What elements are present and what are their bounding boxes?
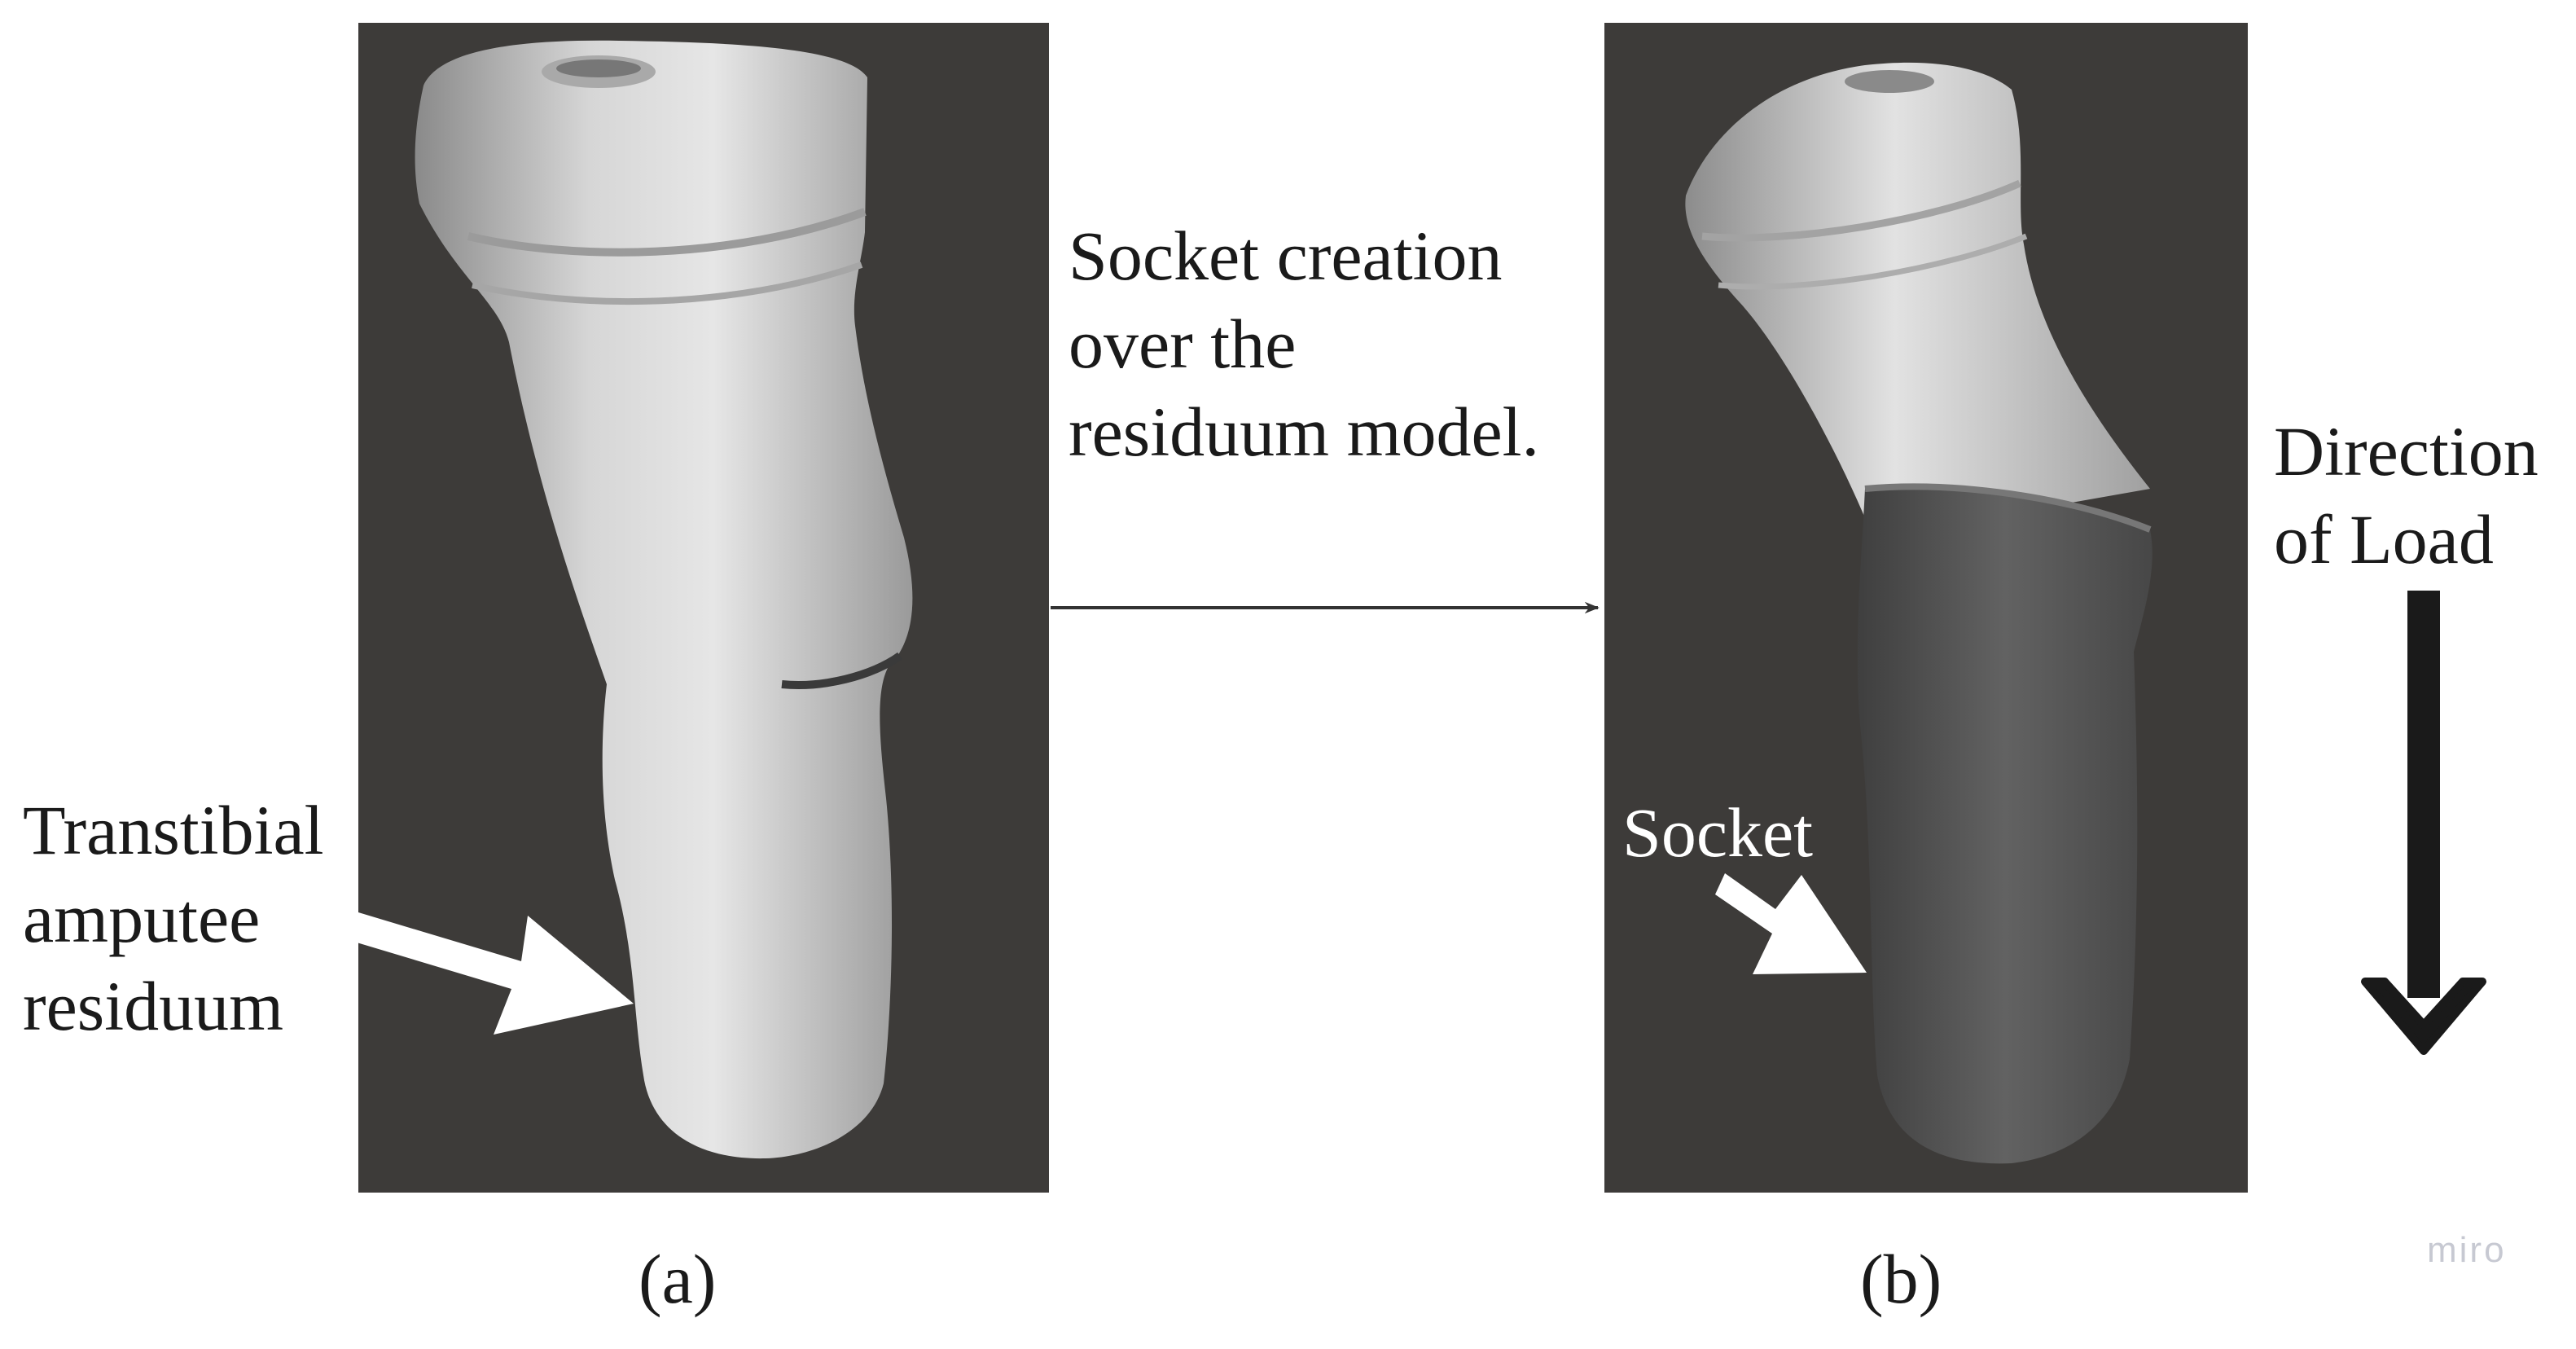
- residuum-line-1: Transtibial: [23, 791, 324, 869]
- miro-watermark: miro: [2427, 1230, 2507, 1270]
- load-line-2: of Load: [2274, 500, 2494, 578]
- load-direction-arrow: [2361, 591, 2486, 1055]
- residuum-line-2: amputee: [23, 879, 261, 957]
- residuum-line-3: residuum: [23, 967, 284, 1045]
- residuum-model-with-socket: [1685, 62, 2153, 1164]
- load-direction-text: Direction of Load: [2274, 407, 2539, 583]
- residuum-annotation-arrow: [349, 912, 634, 1035]
- process-line-3: residuum model.: [1069, 393, 1540, 471]
- panel-b-caption: (b): [1860, 1240, 1942, 1318]
- panel-a-caption: (a): [639, 1240, 717, 1318]
- residuum-annotation-text: Transtibial amputee residuum: [23, 786, 324, 1050]
- load-line-1: Direction: [2274, 412, 2539, 490]
- socket-annotation-arrow: [1715, 873, 1867, 974]
- socket-label: Socket: [1622, 793, 1814, 872]
- residuum-model: [415, 40, 913, 1159]
- process-line-1: Socket creation: [1069, 217, 1503, 295]
- process-line-2: over the: [1069, 305, 1297, 383]
- process-description: Socket creation over the residuum model.: [1069, 212, 1539, 476]
